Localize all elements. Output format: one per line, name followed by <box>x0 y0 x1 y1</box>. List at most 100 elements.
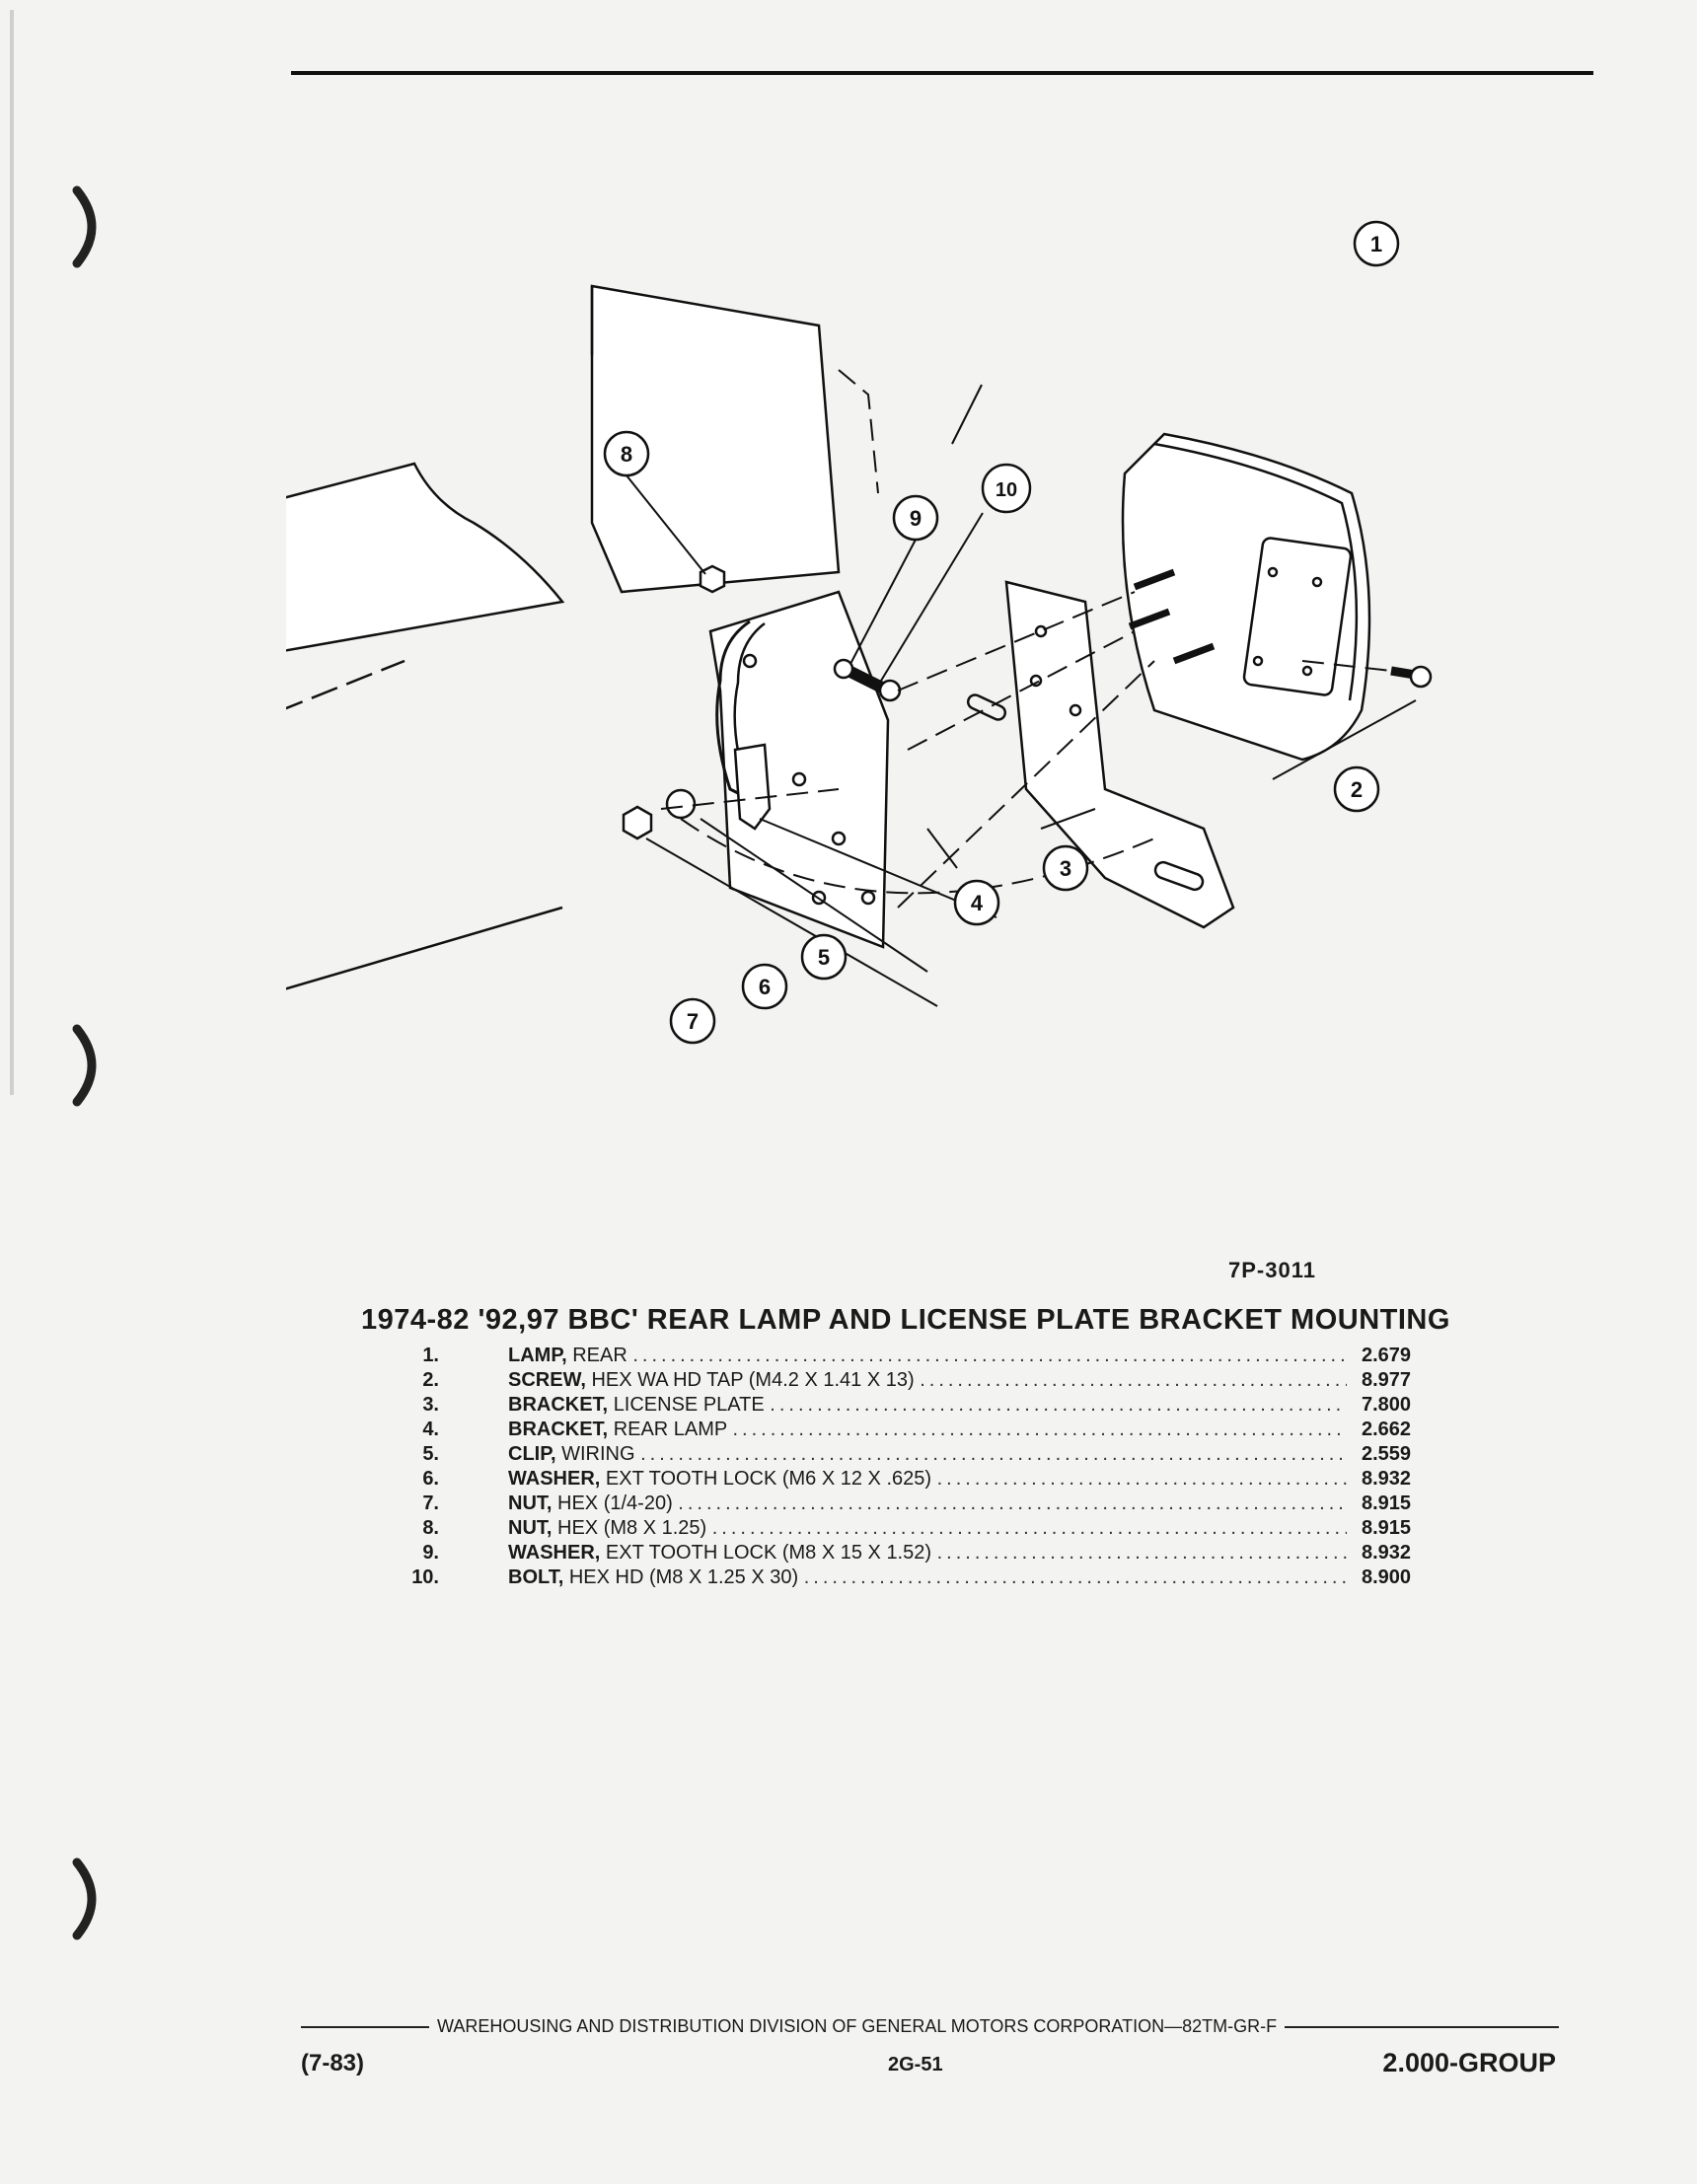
part-detail: HEX (1/4-20) <box>557 1492 673 1514</box>
part-code: 8.932 <box>1362 1468 1412 1490</box>
binder-hole-icon <box>72 185 97 268</box>
parts-list-row: 8. NUT, HEX (M8 X 1.25) .................… <box>385 1516 1440 1541</box>
part-name: SCREW, <box>508 1369 586 1391</box>
svg-text:10: 10 <box>996 479 1017 501</box>
callout-3: 3 <box>1042 844 1089 892</box>
part-description: CLIP, WIRING ...........................… <box>508 1442 1347 1467</box>
svg-text:3: 3 <box>1060 856 1071 881</box>
wiring-clip <box>733 743 772 831</box>
part-code: 8.932 <box>1362 1542 1412 1564</box>
frame-outline <box>590 284 841 594</box>
parts-list-row: 4. BRACKET, REAR LAMP ...................… <box>385 1418 1440 1442</box>
leader-dots: ........................................… <box>640 1443 1347 1465</box>
footer-division: WAREHOUSING AND DISTRIBUTION DIVISION OF… <box>301 2016 1559 2037</box>
footer-page-number: 2G-51 <box>888 2054 943 2075</box>
part-description: NUT, HEX (M8 X 1.25) ...................… <box>508 1516 1347 1541</box>
page-edge-shadow <box>10 10 14 1095</box>
part-code: 8.977 <box>1362 1369 1412 1391</box>
footer-division-text: WAREHOUSING AND DISTRIBUTION DIVISION OF… <box>437 2016 1278 2036</box>
part-detail: REAR LAMP <box>613 1419 727 1440</box>
callout-7: 7 <box>669 997 716 1045</box>
part-number: 4. <box>422 1419 439 1440</box>
part-detail: HEX (M8 X 1.25) <box>557 1517 707 1539</box>
part-name: LAMP, <box>508 1345 567 1366</box>
part-detail: EXT TOOTH LOCK (M6 X 12 X .625) <box>605 1468 932 1490</box>
part-code: 8.915 <box>1362 1517 1412 1539</box>
part-number: 5. <box>422 1443 439 1465</box>
part-description: BRACKET, LICENSE PLATE .................… <box>508 1393 1347 1418</box>
part-detail: WIRING <box>561 1443 635 1465</box>
figure-code: 7P-3011 <box>1228 1258 1316 1282</box>
part-detail: LICENSE PLATE <box>613 1394 765 1416</box>
parts-list-row: 2. SCREW, HEX WA HD TAP (M4.2 X 1.41 X 13… <box>385 1368 1440 1393</box>
part-number: 3. <box>422 1394 439 1416</box>
leader-dots: ........................................… <box>632 1345 1347 1366</box>
parts-list-row: 1. LAMP, REAR ...........................… <box>385 1344 1440 1368</box>
part-description: BOLT, HEX HD (M8 X 1.25 X 30) ..........… <box>508 1565 1347 1590</box>
part-code: 2.662 <box>1362 1419 1412 1440</box>
svg-text:2: 2 <box>1351 777 1363 802</box>
part-name: NUT, <box>508 1517 553 1539</box>
part-number: 1. <box>422 1345 439 1366</box>
part-description: WASHER, EXT TOOTH LOCK (M8 X 15 X 1.52) … <box>508 1541 1347 1565</box>
callout-4: 4 <box>953 879 1000 926</box>
svg-text:8: 8 <box>621 442 632 467</box>
svg-text:9: 9 <box>910 506 922 531</box>
parts-list: 1. LAMP, REAR ...........................… <box>385 1344 1440 1590</box>
part-name: WASHER, <box>508 1468 601 1490</box>
parts-list-row: 6. WASHER, EXT TOOTH LOCK (M6 X 12 X .625… <box>385 1467 1440 1492</box>
part-number: 2. <box>422 1369 439 1391</box>
svg-text:4: 4 <box>971 891 984 915</box>
leader-dots: ........................................… <box>936 1542 1347 1564</box>
part-description: NUT, HEX (1/4-20) ......................… <box>508 1492 1347 1516</box>
callout-2: 2 <box>1333 765 1380 813</box>
leader-dots: ........................................… <box>803 1566 1347 1588</box>
svg-text:6: 6 <box>759 975 771 999</box>
callout-1-balloon: 1 <box>1353 220 1400 267</box>
callout-balloons: 1 2 3 4 5 6 7 8 9 10 <box>603 430 1380 1045</box>
part-number: 10. <box>411 1566 439 1588</box>
footer-date: (7-83) <box>301 2050 365 2076</box>
leader-dots: ........................................… <box>732 1419 1347 1440</box>
part-name: CLIP, <box>508 1443 556 1465</box>
part-name: NUT, <box>508 1492 553 1514</box>
part-name: WASHER, <box>508 1542 601 1564</box>
part-description: SCREW, HEX WA HD TAP (M4.2 X 1.41 X 13) … <box>508 1368 1347 1393</box>
part-number: 6. <box>422 1468 439 1490</box>
binder-hole-icon <box>72 1857 97 1940</box>
part-description: WASHER, EXT TOOTH LOCK (M6 X 12 X .625) … <box>508 1467 1347 1492</box>
part-description: BRACKET, REAR LAMP .....................… <box>508 1418 1347 1442</box>
parts-list-row: 3. BRACKET, LICENSE PLATE ...............… <box>385 1393 1440 1418</box>
callout-6: 6 <box>741 963 788 1010</box>
leader-dots: ........................................… <box>711 1517 1347 1539</box>
callout-9: 9 <box>892 494 939 542</box>
part-code: 2.679 <box>1362 1345 1412 1366</box>
parts-list-row: 9.WASHER, EXT TOOTH LOCK (M8 X 15 X 1.52… <box>385 1541 1440 1565</box>
part-description: LAMP, REAR .............................… <box>508 1344 1347 1368</box>
leader-dots: ........................................… <box>920 1369 1347 1391</box>
part-number: 8. <box>422 1517 439 1539</box>
svg-text:7: 7 <box>687 1009 699 1034</box>
part-code: 7.800 <box>1362 1394 1412 1416</box>
part-code: 8.915 <box>1362 1492 1412 1514</box>
leader-dots: ........................................… <box>770 1394 1347 1416</box>
svg-text:5: 5 <box>818 945 830 970</box>
part-detail: EXT TOOTH LOCK (M8 X 15 X 1.52) <box>605 1542 932 1564</box>
binder-hole-icon <box>72 1024 97 1107</box>
part-name: BRACKET, <box>508 1419 609 1440</box>
part-name: BRACKET, <box>508 1394 609 1416</box>
leader-dots: ........................................… <box>936 1468 1347 1490</box>
part-code: 2.559 <box>1362 1443 1412 1465</box>
part-detail: HEX WA HD TAP (M4.2 X 1.41 X 13) <box>591 1369 915 1391</box>
parts-list-row: 10. BOLT, HEX HD (M8 X 1.25 X 30) .......… <box>385 1565 1440 1590</box>
page-title: 1974-82 '92,97 BBC' REAR LAMP AND LICENS… <box>361 1304 1450 1336</box>
part-detail: HEX HD (M8 X 1.25 X 30) <box>568 1566 799 1588</box>
callout-10: 10 <box>981 463 1032 514</box>
part-code: 8.900 <box>1362 1566 1412 1588</box>
top-rule <box>291 71 1593 75</box>
leader-dots: ........................................… <box>678 1492 1347 1514</box>
part-name: BOLT, <box>508 1566 564 1588</box>
exploded-view-diagram: 1 2 3 4 5 6 7 8 9 10 <box>286 284 1433 1045</box>
svg-text:1: 1 <box>1370 232 1382 256</box>
